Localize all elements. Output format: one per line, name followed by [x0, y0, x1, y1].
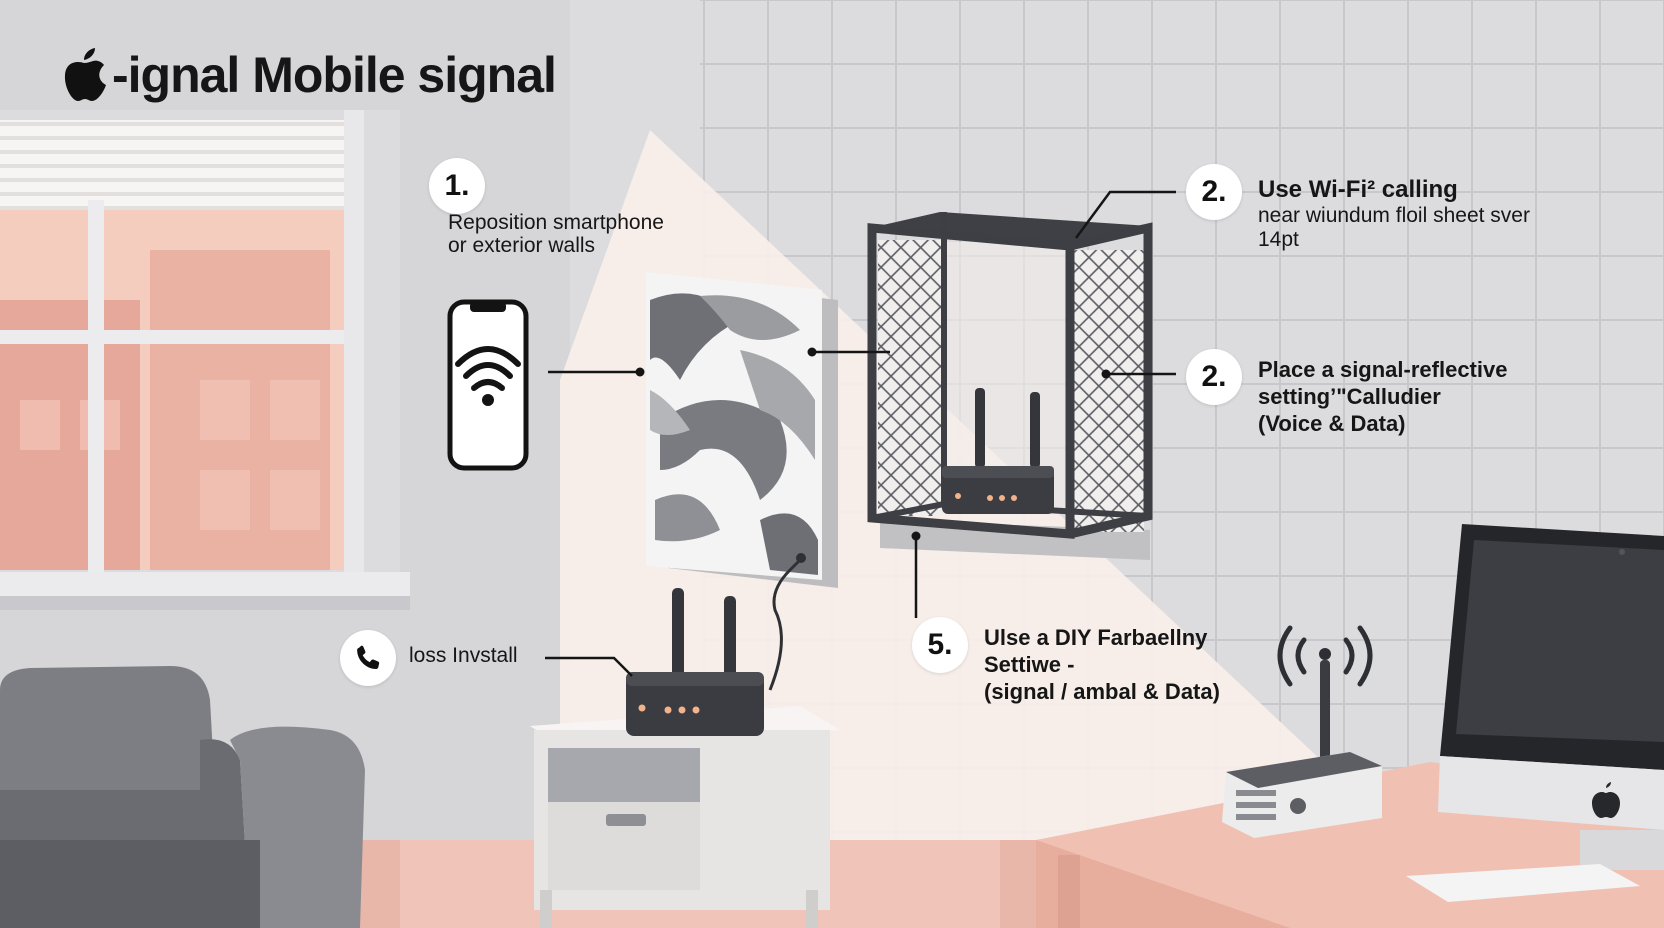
phone-handset-icon: [357, 645, 380, 669]
side-table: [530, 706, 840, 928]
step-2-badge: 2.: [1186, 164, 1242, 220]
step-3-badge: 2.: [1186, 349, 1242, 405]
apple-logo-icon: [64, 48, 106, 101]
step-2-heading: Use Wi-Fi² calling: [1258, 176, 1458, 203]
step-2-line-1: near wiundum floil sheet sver: [1258, 204, 1530, 227]
smartphone-wifi-icon: [447, 299, 529, 471]
step-2-text: Use Wi-Fi² calling near wiundum floil sh…: [1258, 176, 1530, 252]
step-5-line-2: Settiwe -: [984, 652, 1075, 677]
step-3-line-1: Place a signal-reflective: [1258, 357, 1508, 382]
desktop-computer-icon: [1406, 524, 1664, 902]
call-step-label: loss Invstall: [409, 644, 518, 667]
step-5-text: Ulse a DIY Farbaellny Settiwe - (signal …: [984, 624, 1220, 705]
leader-lines: [545, 190, 1176, 677]
step-1-text: Reposition smartphone or exterior walls: [448, 211, 664, 257]
step-1-line-2: or exterior walls: [448, 234, 596, 257]
faraday-cage-icon: [867, 212, 1153, 560]
step-1-line-1: Reposition smartphone: [448, 211, 664, 234]
page-title: -ignal Mobile signal: [60, 46, 557, 104]
step-2-line-2: 14pt: [1258, 228, 1299, 251]
signal-reflector-panel: [646, 272, 838, 588]
page-title-text: -ignal Mobile signal: [112, 47, 557, 103]
step-3-line-2: setting’"Calludier: [1258, 384, 1441, 409]
step-5-badge: 5.: [912, 617, 968, 673]
step-1-badge: 1.: [429, 158, 485, 214]
sofa: [0, 666, 365, 928]
step-3-line-3: (Voice & Data): [1258, 411, 1406, 436]
step-3-text: Place a signal-reflective setting’"Callu…: [1258, 356, 1507, 437]
step-5-line-1: Ulse a DIY Farbaellny: [984, 625, 1208, 650]
call-step-badge: [340, 630, 396, 686]
router-icon: [626, 553, 806, 736]
step-5-line-3: (signal / ambal & Data): [984, 679, 1220, 704]
window: [0, 110, 410, 610]
signal-booster-icon: [1222, 625, 1382, 838]
